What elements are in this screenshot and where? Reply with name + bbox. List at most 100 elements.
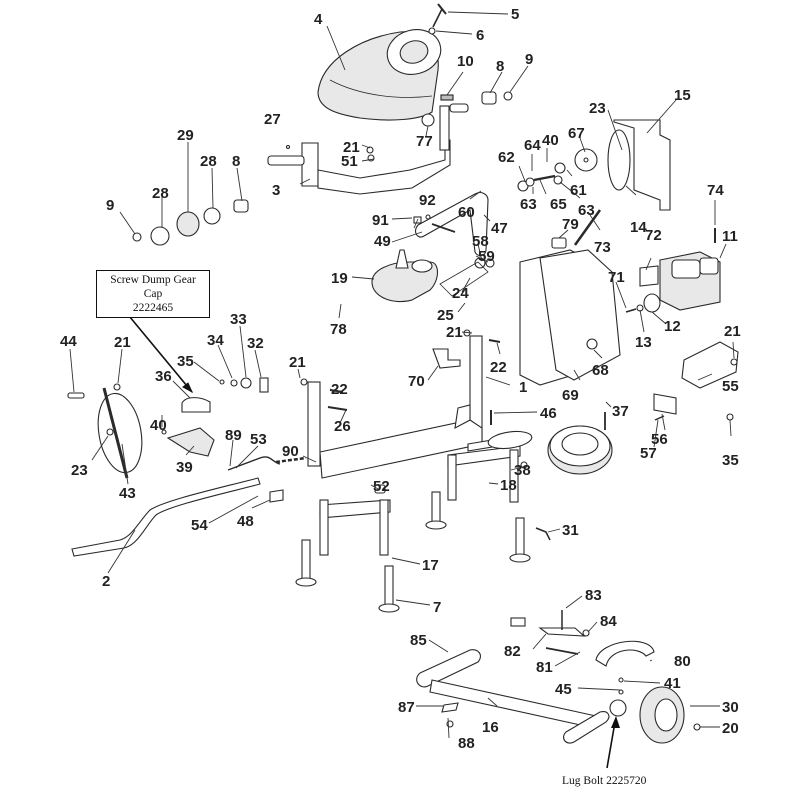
- part-label: 2: [102, 573, 110, 590]
- part-label: 60: [458, 204, 475, 221]
- part-label: 88: [458, 735, 475, 752]
- part-label: 61: [570, 182, 587, 199]
- part-label: 77: [416, 133, 433, 150]
- part-label: 12: [664, 318, 681, 335]
- part-label: 80: [674, 653, 691, 670]
- part-label: 87: [398, 699, 415, 716]
- part-label: 67: [568, 125, 585, 142]
- part-label: 8: [496, 58, 504, 75]
- part-label: 90: [282, 443, 299, 460]
- part-label: 24: [452, 285, 469, 302]
- part-label: 26: [334, 418, 351, 435]
- part-label: 5: [511, 6, 519, 23]
- part-label: 22: [490, 359, 507, 376]
- part-label: 37: [612, 403, 629, 420]
- part-label: 36: [155, 368, 172, 385]
- part-label: 34: [207, 332, 224, 349]
- part-label: 23: [589, 100, 606, 117]
- part-label: 39: [176, 459, 193, 476]
- part-label: 63: [520, 196, 537, 213]
- part-label: 49: [374, 233, 391, 250]
- handle-and-stands: [71, 430, 551, 613]
- part-label: 63: [578, 202, 595, 219]
- part-label: 47: [491, 220, 508, 237]
- part-label: 70: [408, 373, 425, 390]
- part-label: 65: [550, 196, 567, 213]
- gear-shaft-parts: [132, 144, 291, 246]
- part-label: 85: [410, 632, 427, 649]
- part-label: 21: [289, 354, 306, 371]
- axle-assembly: [416, 610, 701, 744]
- part-label: 29: [177, 127, 194, 144]
- part-label: 73: [594, 239, 611, 256]
- part-label: 53: [250, 431, 267, 448]
- part-label: 52: [373, 478, 390, 495]
- part-label: 28: [152, 185, 169, 202]
- part-label: 92: [419, 192, 436, 209]
- part-label: 64: [524, 137, 541, 154]
- part-label: 72: [645, 227, 662, 244]
- part-label: 74: [707, 182, 724, 199]
- part-label: 4: [314, 11, 323, 28]
- drive-belt-parts: [413, 119, 671, 297]
- part-label: 19: [331, 270, 348, 287]
- part-label: 11: [722, 228, 738, 245]
- part-label: 89: [225, 427, 242, 444]
- part-label: 57: [640, 445, 657, 462]
- callout-part-name: Screw Dump Gear Cap: [110, 274, 196, 300]
- lug-bolt-callout: Lug Bolt 2225720: [562, 775, 647, 787]
- part-label: 82: [504, 643, 521, 660]
- part-label: 35: [177, 353, 194, 370]
- part-label: 44: [60, 333, 77, 350]
- part-label: 40: [542, 132, 559, 149]
- part-label: 32: [247, 335, 264, 352]
- part-label: 1: [519, 379, 527, 396]
- part-label: 38: [514, 462, 531, 479]
- part-label: 83: [585, 587, 602, 604]
- part-label: 28: [200, 153, 217, 170]
- part-label: 71: [608, 269, 625, 286]
- part-label: 9: [525, 51, 533, 68]
- part-label: 7: [433, 599, 441, 616]
- gearbox-19: [371, 249, 439, 303]
- part-label: 21: [446, 324, 463, 341]
- part-label: 62: [498, 149, 515, 166]
- part-label: 55: [722, 378, 739, 395]
- part-label: 3: [272, 182, 280, 199]
- callout-part-number: 2222465: [132, 302, 174, 314]
- part-label: 23: [71, 462, 88, 479]
- part-label: 16: [482, 719, 499, 736]
- drum-assembly: [267, 3, 513, 195]
- part-label: 51: [341, 153, 358, 170]
- part-label: 18: [500, 477, 517, 494]
- part-label: 58: [472, 233, 489, 250]
- part-label: 25: [437, 307, 454, 324]
- part-labels: 4 5 6 10 8 9 27 21 51 77 3 29 28 8 28 9 …: [60, 6, 741, 752]
- part-label: 54: [191, 517, 208, 534]
- dump-wheel-parts: [67, 377, 307, 479]
- part-label: 40: [150, 417, 167, 434]
- part-label: 20: [722, 720, 739, 737]
- part-label: 41: [664, 675, 681, 692]
- part-label: 46: [540, 405, 557, 422]
- engine-covers: [519, 249, 621, 386]
- part-label: 33: [230, 311, 247, 328]
- part-label: 21: [114, 334, 131, 351]
- part-label: 14: [630, 219, 647, 236]
- part-label: 22: [331, 381, 348, 398]
- part-label: 43: [119, 485, 136, 502]
- part-label: 91: [372, 212, 389, 229]
- part-label: 79: [562, 216, 579, 233]
- part-label: 8: [232, 153, 240, 170]
- part-label: 81: [536, 659, 553, 676]
- part-label: 17: [422, 557, 439, 574]
- part-label: 56: [651, 431, 668, 448]
- tyre-assembly: [547, 341, 739, 475]
- part-label: 10: [457, 53, 474, 70]
- part-label: 31: [562, 522, 579, 539]
- part-label: 48: [237, 513, 254, 530]
- part-label: 9: [106, 197, 114, 214]
- part-label: 35: [722, 452, 739, 469]
- part-label: 69: [562, 387, 579, 404]
